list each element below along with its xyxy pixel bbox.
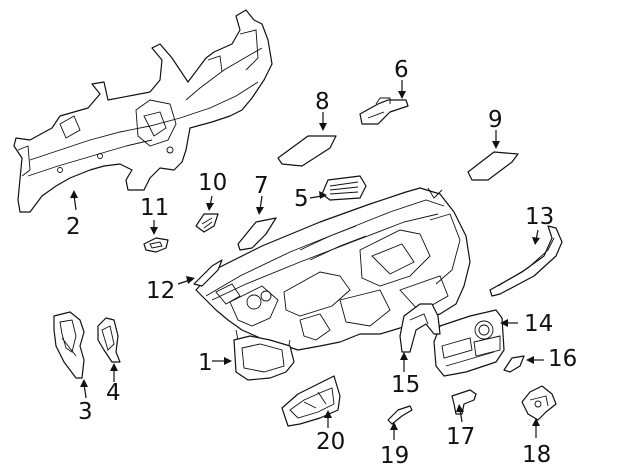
part-20-knee-bolster bbox=[281, 375, 341, 427]
callout-14: 14 bbox=[524, 311, 553, 337]
part-7-pad bbox=[237, 217, 277, 251]
callout-6: 6 bbox=[394, 57, 409, 83]
part-11-retainer bbox=[143, 237, 169, 253]
callout-15: 15 bbox=[391, 372, 420, 398]
callout-7: 7 bbox=[254, 173, 269, 199]
callout-18: 18 bbox=[522, 442, 551, 468]
callout-8: 8 bbox=[315, 89, 330, 115]
part-13-trim-molding bbox=[489, 225, 563, 297]
part-3-left-end-panel bbox=[53, 311, 85, 379]
callout-19: 19 bbox=[380, 443, 409, 469]
callout-11: 11 bbox=[140, 195, 169, 221]
part-10-clip bbox=[195, 213, 219, 233]
callout-1: 1 bbox=[198, 350, 213, 376]
callout-20: 20 bbox=[316, 429, 345, 455]
part-2-crossmember-frame bbox=[13, 9, 273, 213]
part-1-instrument-panel bbox=[195, 187, 471, 381]
part-19-hook bbox=[387, 405, 413, 425]
part-17-bracket bbox=[451, 389, 477, 415]
callout-10: 10 bbox=[198, 170, 227, 196]
part-18-bracket bbox=[521, 385, 557, 421]
callout-13: 13 bbox=[525, 204, 554, 230]
part-8-pad bbox=[277, 135, 337, 167]
leader-lines bbox=[70, 80, 544, 440]
callout-4: 4 bbox=[106, 380, 121, 406]
callout-17: 17 bbox=[446, 424, 475, 450]
callout-3: 3 bbox=[78, 399, 93, 425]
callout-9: 9 bbox=[488, 107, 503, 133]
part-9-pad bbox=[467, 151, 519, 181]
part-15-bracket bbox=[399, 303, 441, 353]
part-6-bracket bbox=[359, 97, 409, 125]
callout-2: 2 bbox=[66, 214, 81, 240]
part-4-left-closeout bbox=[97, 317, 121, 363]
callout-16: 16 bbox=[548, 346, 577, 372]
part-12-trim-strip bbox=[193, 259, 223, 287]
part-16-pad bbox=[503, 355, 525, 373]
callout-labels: 2 1 3 4 5 6 7 8 9 10 11 12 13 14 15 16 1… bbox=[66, 57, 577, 469]
callout-12: 12 bbox=[146, 278, 175, 304]
part-14-center-bezel bbox=[433, 309, 505, 377]
callout-5: 5 bbox=[294, 186, 309, 212]
part-5-defroster-vent bbox=[321, 175, 367, 201]
